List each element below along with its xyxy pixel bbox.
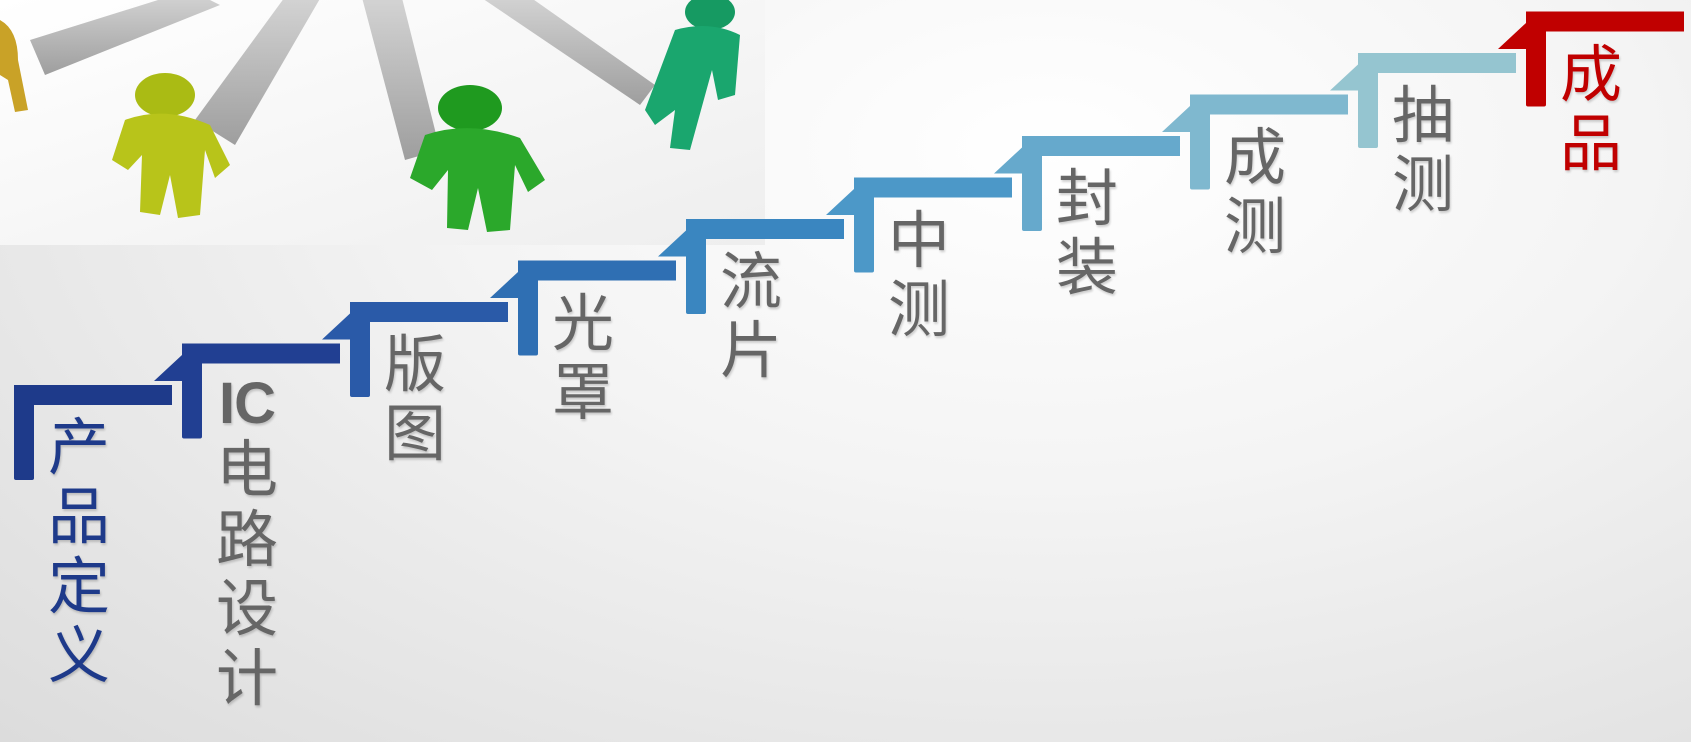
step-bracket-2 [182,313,350,439]
step-connector [1330,64,1358,91]
step-label-1: 产品定义 [47,411,110,693]
gray-planks [30,0,655,160]
step-label-5: 流片 [719,245,782,388]
step-leg [686,219,706,314]
people-illustration [0,0,765,245]
step-connector [826,189,854,215]
step-bar [686,219,844,239]
step-label-6: 中测 [887,203,950,346]
step-bar [14,385,172,405]
step-leg [518,260,538,356]
teal-figure [645,0,740,150]
lime-figure [112,73,230,218]
step-bracket-5 [686,189,854,314]
step-bar [182,343,340,364]
green-figure [410,85,545,232]
step-leg [1022,136,1042,231]
step-leg [854,177,874,273]
step-bar [518,260,676,281]
step-leg [1526,11,1546,107]
step-label-4: 光罩 [551,286,614,429]
step-bracket-10 [1526,11,1684,107]
step-bracket-9 [1358,23,1526,148]
step-bracket-1 [14,355,182,480]
step-leg [350,302,370,397]
step-connector [1162,106,1190,132]
step-leg [1358,53,1378,148]
step-bar [1022,136,1180,156]
yellow-figure-partial [0,20,28,112]
step-connector [490,272,518,298]
step-leg [14,385,34,480]
step-connector [994,147,1022,174]
step-bar [350,302,508,322]
step-bracket-3 [350,272,518,397]
step-label-7: 封装 [1055,162,1118,305]
step-connector [658,230,686,257]
step-label-8: 成测 [1223,120,1286,263]
step-bar [1190,94,1348,115]
step-label-3: 版图 [383,328,446,471]
step-leg [182,343,202,439]
step-bracket-7 [1022,106,1190,231]
step-label-9: 抽测 [1391,79,1454,222]
process-stairs [14,11,1684,480]
step-bar [854,177,1012,198]
step-bar [1526,11,1684,32]
step-bracket-6 [854,147,1022,273]
step-bracket-4 [518,230,686,356]
step-connector [1498,23,1526,49]
step-bracket-8 [1190,64,1358,190]
step-connector [154,355,182,381]
step-label-10: 成品 [1559,37,1622,180]
step-bar [1358,53,1516,73]
step-connector [322,313,350,340]
step-leg [1190,94,1210,190]
